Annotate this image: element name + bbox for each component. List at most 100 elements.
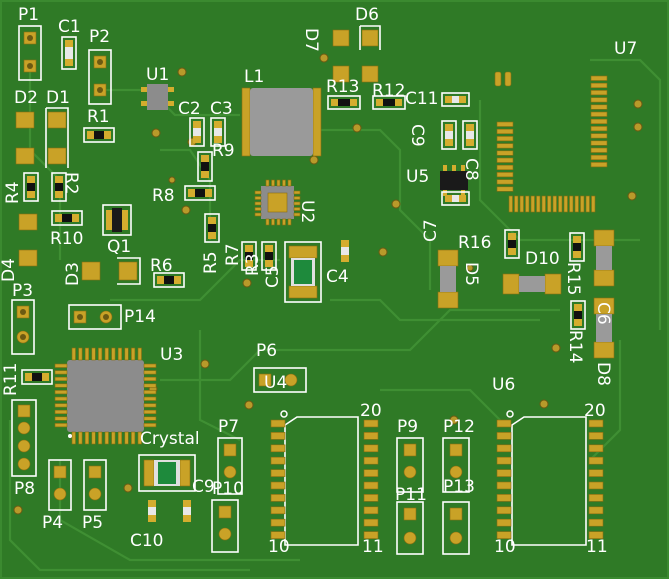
label-p2: P2 — [89, 27, 110, 47]
u3-pin — [143, 423, 157, 428]
u4-pin — [270, 494, 286, 502]
ic-u5 — [440, 165, 468, 196]
ic-u2 — [254, 179, 301, 226]
u3-pin — [143, 363, 157, 368]
label-crystal: Crystal — [140, 429, 200, 449]
label-pin20-u4: 20 — [360, 401, 382, 421]
u3-pin — [71, 431, 76, 445]
header-p14 — [68, 304, 122, 330]
u3-pin — [143, 390, 157, 395]
label-r15: R15 — [563, 262, 583, 295]
u4-pin — [270, 518, 286, 527]
resistor-r9 — [197, 151, 213, 182]
u2-pin — [276, 179, 281, 187]
u3-pin — [143, 409, 157, 415]
u2-pin — [293, 212, 301, 217]
label-pin10-u4: 10 — [268, 537, 290, 557]
label-pin11-u4: 11 — [362, 537, 384, 557]
u7-pin — [496, 172, 514, 178]
header-p7 — [217, 437, 243, 495]
label-r5: R5 — [201, 251, 221, 274]
u3-pin — [137, 347, 142, 361]
u3-pin — [111, 431, 116, 445]
label-c11: C11 — [405, 89, 439, 109]
resistor-r13 — [327, 95, 361, 110]
label-r12: R12 — [372, 81, 405, 101]
label-r7: R7 — [223, 243, 243, 266]
label-p5: P5 — [82, 513, 103, 533]
resistor-r4 — [23, 172, 39, 202]
capacitor-c7 — [441, 191, 470, 206]
u2-pin — [271, 218, 275, 226]
resistor-r16 — [504, 229, 520, 259]
u7-pin — [530, 195, 535, 213]
resistor-r5 — [204, 213, 220, 243]
header-p10 — [211, 499, 239, 553]
label-p9: P9 — [397, 417, 418, 437]
label-d6: D6 — [355, 5, 379, 25]
label-c4: C4 — [326, 267, 349, 287]
u2-pin — [282, 179, 286, 187]
header-p5 — [83, 459, 107, 511]
u4-pin — [363, 506, 379, 515]
u3-pin — [84, 431, 89, 445]
resistor-r8 — [184, 185, 216, 201]
label-p6: P6 — [256, 341, 277, 361]
u3-pin — [143, 396, 157, 401]
u6-pin — [496, 469, 512, 477]
label-p3: P3 — [12, 281, 33, 301]
u6-pin — [588, 481, 604, 490]
module-u7 — [494, 71, 608, 213]
u6-pin — [588, 469, 604, 477]
u4-pin — [270, 531, 286, 539]
u7-pin — [514, 195, 519, 213]
u3-pin — [54, 423, 68, 428]
header-p2 — [88, 49, 112, 105]
u4-pin — [363, 432, 379, 440]
capacitor-c11 — [441, 92, 470, 107]
capacitor-c4 — [284, 241, 322, 303]
u7-pin — [496, 136, 514, 142]
u2-pin — [271, 179, 275, 187]
ic-u1 — [141, 84, 174, 110]
label-r1: R1 — [87, 107, 110, 127]
u3-pin — [78, 431, 83, 445]
resistor-r1 — [83, 127, 115, 143]
u2-pin — [293, 196, 301, 200]
label-p4: P4 — [42, 513, 63, 533]
u3-pin — [54, 396, 68, 401]
u2-pin — [265, 218, 270, 226]
vias — [13, 53, 643, 515]
u2-pin — [276, 218, 281, 226]
u6-pin — [588, 444, 604, 453]
u2-pin — [265, 179, 270, 187]
label-u5: U5 — [406, 167, 429, 187]
u7-pin — [590, 154, 608, 160]
u7-pin — [590, 111, 608, 117]
resistor-r11 — [21, 369, 53, 385]
ic-u6-footprint — [496, 410, 604, 546]
u7-pin — [569, 195, 574, 213]
u7-pin — [525, 195, 530, 213]
label-d1: D1 — [46, 88, 70, 108]
header-p13 — [442, 501, 470, 555]
header-p12 — [442, 437, 470, 493]
u3-pin — [111, 347, 116, 361]
diode-d8 — [593, 297, 615, 359]
u3-pin — [54, 403, 68, 408]
u7-pin — [590, 104, 608, 110]
u3-pin — [131, 431, 136, 445]
silkscreen-labels: P1 C1 P2 U1 L1 D7 D6 U7 D2 D1 R1 C2 C3 R… — [0, 5, 637, 557]
label-r13: R13 — [326, 77, 359, 97]
u7-pin — [496, 164, 514, 170]
resistor-r7 — [241, 241, 257, 271]
u3-pin — [143, 403, 157, 408]
label-u1: U1 — [146, 65, 169, 85]
header-p8 — [11, 399, 37, 477]
label-u2: U2 — [297, 200, 317, 223]
diode-d4 — [18, 213, 38, 267]
label-c2: C2 — [178, 99, 201, 119]
u4-pin — [270, 432, 286, 440]
u7-pin — [563, 195, 568, 213]
label-c9: C9 — [407, 124, 427, 147]
